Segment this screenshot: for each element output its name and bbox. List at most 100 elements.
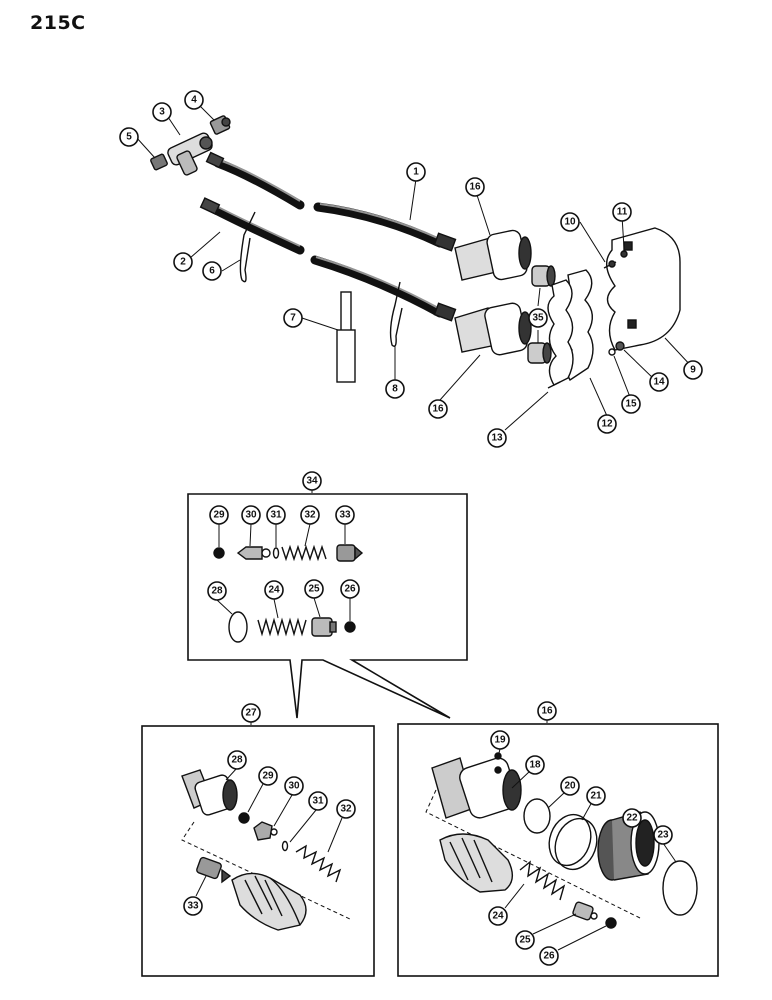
hose-2-end-fitting (199, 197, 221, 215)
sleeve-25 (572, 901, 598, 921)
svg-text:32: 32 (304, 510, 316, 521)
coupler-lower (454, 302, 532, 356)
svg-text:23: 23 (657, 830, 669, 841)
retaining-clip-6 (239, 211, 256, 283)
svg-text:9: 9 (690, 365, 696, 376)
svg-text:3: 3 (159, 107, 165, 118)
svg-text:14: 14 (653, 377, 665, 388)
hose-1-right-segment (313, 202, 445, 248)
callout-31-box: 31 (308, 791, 328, 811)
svg-text:19: 19 (494, 735, 506, 746)
svg-text:16: 16 (541, 706, 553, 717)
kit-spring-32 (281, 544, 327, 562)
svg-text:18: 18 (529, 760, 541, 771)
callout-22: 22 (622, 808, 642, 828)
kit-valve-33 (336, 544, 364, 562)
svg-text:35: 35 (532, 313, 544, 324)
svg-text:11: 11 (617, 207, 628, 218)
callout-35: 35 (528, 308, 548, 328)
callout-12: 12 (597, 414, 617, 434)
coupler-upper (454, 229, 532, 281)
dust-cap-upper (531, 265, 556, 287)
hose-1-left-segment (213, 158, 305, 210)
callout-5: 5 (119, 127, 139, 147)
svg-text:26: 26 (543, 951, 555, 962)
retaining-ring-21 (548, 813, 598, 871)
callout-33: 33 (335, 505, 355, 525)
callout-29-box: 29 (258, 766, 278, 786)
valve-33 (196, 856, 232, 884)
male-coupler-body (181, 769, 238, 816)
svg-text:22: 22 (626, 813, 638, 824)
male-coupler-cutaway (231, 872, 307, 931)
svg-text:30: 30 (245, 510, 257, 521)
spring-24 (519, 860, 566, 901)
female-coupler-body (431, 757, 522, 819)
svg-text:12: 12 (601, 419, 613, 430)
callout-27: 27 (241, 703, 261, 723)
oring-20 (523, 798, 551, 834)
svg-text:27: 27 (245, 708, 257, 719)
callout-21: 21 (586, 786, 606, 806)
svg-text:2: 2 (180, 257, 186, 268)
callout-4: 4 (184, 90, 204, 110)
kit-poppet-30 (236, 546, 271, 560)
callout-15: 15 (621, 394, 641, 414)
callout-30-box: 30 (284, 776, 304, 796)
plug-fitting (150, 153, 168, 171)
hose-1-end-fitting (205, 151, 225, 169)
nut-14 (615, 341, 625, 351)
kit-ball-26 (344, 621, 356, 633)
svg-text:31: 31 (312, 796, 324, 807)
callout-33-box: 33 (183, 896, 203, 916)
svg-text:28: 28 (211, 586, 223, 597)
svg-text:10: 10 (564, 217, 576, 228)
callout-16-box: 16 (537, 701, 557, 721)
callout-20: 20 (560, 776, 580, 796)
callout-13: 13 (487, 428, 507, 448)
callout-2: 2 (173, 252, 193, 272)
callout-9: 9 (683, 360, 703, 380)
kit-spring-24 (257, 617, 307, 637)
svg-text:28: 28 (231, 755, 243, 766)
callout-1: 1 (406, 162, 426, 182)
svg-text:20: 20 (564, 781, 576, 792)
callout-30: 30 (241, 505, 261, 525)
svg-text:8: 8 (392, 384, 398, 395)
kit-ball-29 (213, 547, 225, 559)
coupler-box-27: 27 28 29 30 (141, 703, 375, 977)
callout-19: 19 (490, 730, 510, 750)
callout-18: 18 (525, 755, 545, 775)
svg-text:29: 29 (213, 510, 225, 521)
callout-7: 7 (283, 308, 303, 328)
kit-oring-28 (228, 611, 248, 643)
svg-text:1: 1 (413, 167, 419, 178)
svg-text:5: 5 (126, 132, 132, 143)
callout-24: 24 (264, 580, 284, 600)
callout-14: 14 (649, 372, 669, 392)
svg-text:34: 34 (306, 476, 318, 487)
ball-29 (238, 812, 250, 824)
callout-10: 10 (560, 212, 580, 232)
svg-text:7: 7 (290, 313, 296, 324)
callout-26: 26 (340, 579, 360, 599)
callout-16-lower: 16 (428, 399, 448, 419)
retaining-clip-8 (389, 281, 403, 348)
svg-text:29: 29 (262, 771, 274, 782)
kit-ring-31 (272, 547, 280, 559)
hose-2-nut (433, 302, 457, 322)
callout-24-box: 24 (488, 906, 508, 926)
svg-text:30: 30 (288, 781, 300, 792)
callout-29: 29 (209, 505, 229, 525)
washer-10 (608, 260, 616, 268)
hose-2-right-segment (310, 255, 445, 318)
callout-34: 34 (302, 471, 322, 491)
svg-text:6: 6 (209, 266, 215, 277)
callout-25-box: 25 (515, 930, 535, 950)
svg-text:24: 24 (268, 585, 280, 596)
ring-31 (281, 840, 289, 852)
callout-32-box: 32 (336, 799, 356, 819)
svg-text:21: 21 (590, 791, 602, 802)
clamp-block-9 (606, 227, 681, 351)
